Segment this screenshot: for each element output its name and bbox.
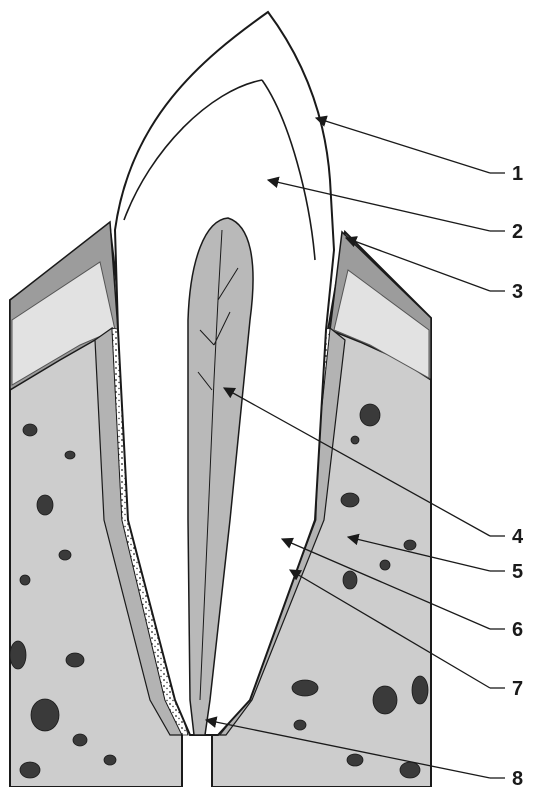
callout-number-8: 8 [512, 768, 523, 787]
callout-number-2: 2 [512, 221, 523, 243]
callout-number-7: 7 [512, 678, 523, 700]
callout-number-4: 4 [512, 526, 524, 548]
callout-numbers: 1 2 3 4 5 6 7 8 [512, 163, 524, 787]
callout-number-1: 1 [512, 163, 523, 185]
callout-number-3: 3 [512, 281, 523, 303]
callout-number-6: 6 [512, 619, 523, 641]
callout-arrow-1 [316, 118, 490, 173]
callout-number-5: 5 [512, 561, 523, 583]
